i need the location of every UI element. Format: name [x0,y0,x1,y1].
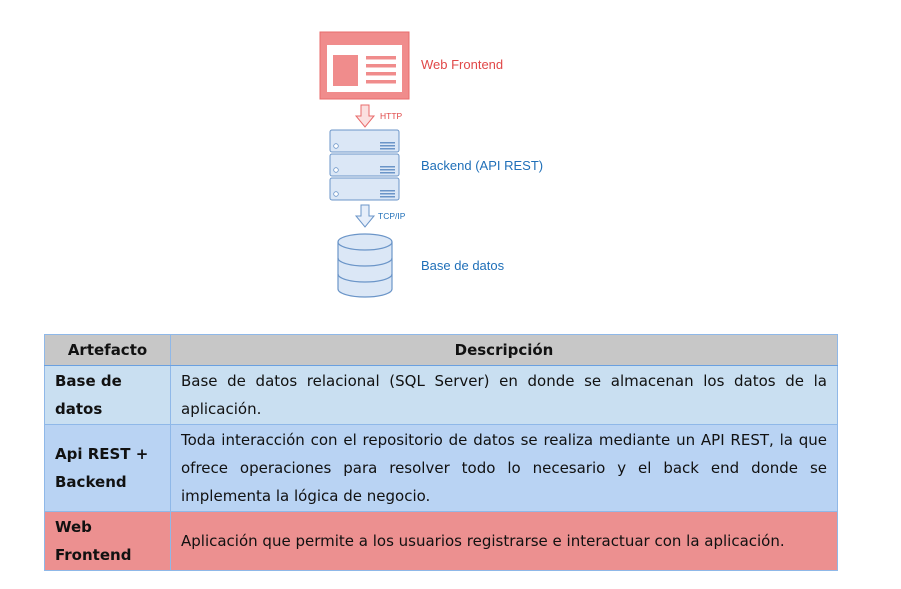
web-page-icon [319,31,410,100]
table-row: Base de datos Base de datos relacional (… [44,365,838,425]
artefact-cell: Web Frontend [44,511,171,571]
server-stack-icon [329,129,400,201]
database-label: Base de datos [421,258,505,273]
frontend-label: Web Frontend [421,57,504,72]
artefact-line: Backend [55,473,127,491]
table-row: Web Frontend Aplicación que permite a lo… [44,511,838,571]
artefacts-table: Artefacto Descripción Base de datos Base… [44,334,838,571]
http-label: HTTP [380,111,403,121]
artefact-cell: Api REST + Backend [44,424,171,512]
artefact-cell: Base de datos [44,365,171,425]
header-artefacto: Artefacto [44,334,171,366]
architecture-diagram [319,31,410,298]
description-cell: Base de datos relacional (SQL Server) en… [170,365,838,425]
description-cell: Aplicación que permite a los usuarios re… [170,511,838,571]
header-descripcion: Descripción [170,334,838,366]
http-arrow-icon [354,104,376,128]
table-header-row: Artefacto Descripción [44,334,838,366]
table-row: Api REST + Backend Toda interacción con … [44,424,838,512]
tcp-label: TCP/IP [378,211,406,221]
database-icon [337,233,393,298]
backend-label: Backend (API REST) [421,158,544,173]
description-cell: Toda interacción con el repositorio de d… [170,424,838,512]
tcp-arrow-icon [354,204,376,228]
artefact-line: Api REST + [55,445,149,463]
